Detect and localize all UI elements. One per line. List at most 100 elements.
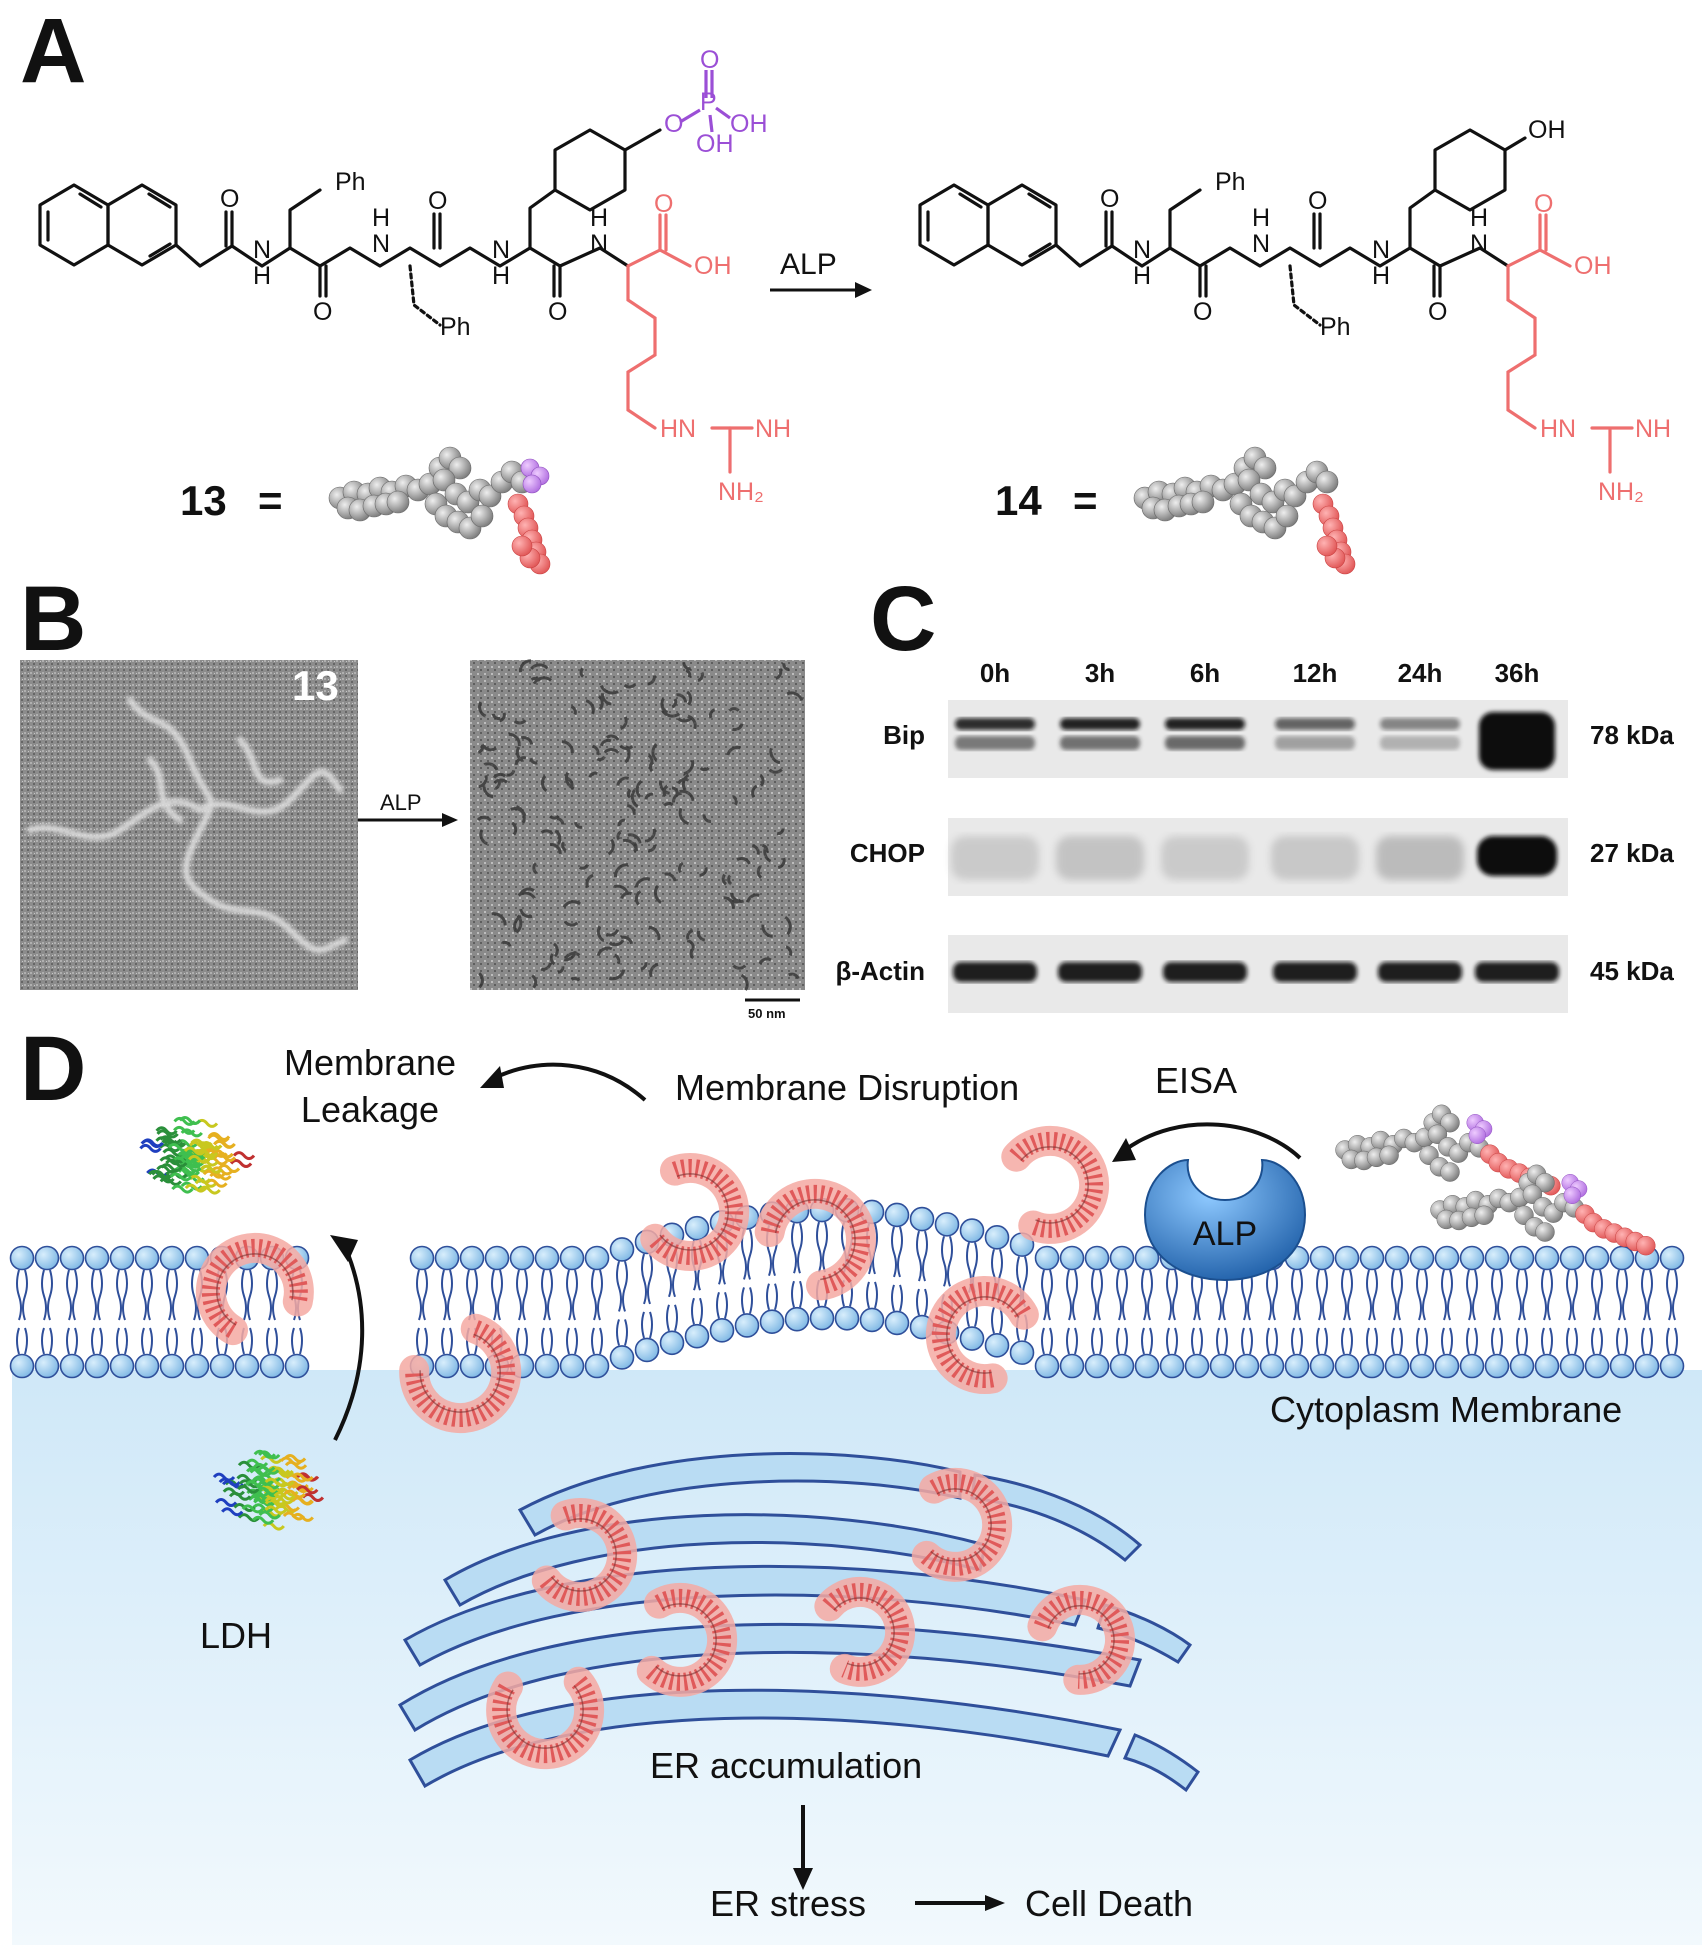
atom-label: H xyxy=(372,204,390,232)
lipid-head xyxy=(984,1225,1010,1250)
lipid-head xyxy=(684,1323,710,1349)
blot-band xyxy=(1380,718,1460,730)
lipid-head xyxy=(584,1353,610,1379)
lipid-head xyxy=(59,1353,85,1379)
micelle xyxy=(1027,1584,1135,1695)
lane-label: 6h xyxy=(1190,658,1220,688)
atom-label: OH xyxy=(694,252,732,280)
atom-label: N xyxy=(253,236,271,264)
atom-label: N xyxy=(1252,230,1270,258)
atom-label: OH xyxy=(1528,116,1566,144)
eisa-label: EISA xyxy=(1155,1060,1237,1101)
micelle xyxy=(754,1178,877,1301)
atom-label: OH xyxy=(730,110,768,138)
membrane-leakage-label-line-1: Membrane xyxy=(284,1042,456,1083)
blot-band xyxy=(1161,836,1249,880)
lipid-head xyxy=(84,1245,110,1271)
tem-image-label: 13 xyxy=(292,662,339,709)
blot-band xyxy=(1056,836,1144,880)
atom-label: NH xyxy=(1635,415,1671,443)
lipid-head xyxy=(434,1353,460,1379)
tem-arrow: ALP xyxy=(358,790,458,827)
atom-label: N xyxy=(1372,236,1390,264)
lipid-head xyxy=(259,1353,285,1379)
lipid-head xyxy=(1409,1245,1435,1271)
atom-label: O xyxy=(700,46,719,74)
micelle xyxy=(911,1467,1013,1582)
atom-label: OH xyxy=(696,130,734,158)
compound-14-structure xyxy=(918,128,1634,474)
atom-label: N xyxy=(1133,236,1151,264)
lipid-head xyxy=(1534,1245,1560,1271)
lipid-head xyxy=(409,1245,435,1271)
blot-band xyxy=(1378,962,1462,982)
lipid-head xyxy=(1134,1245,1160,1271)
lipid-head xyxy=(609,1345,635,1370)
atom-label: Ph xyxy=(1320,313,1351,341)
blot-band xyxy=(951,836,1039,880)
blot-mw-label: 27 kDa xyxy=(1590,838,1674,868)
atom-label: O xyxy=(428,187,447,215)
atom-label: N xyxy=(372,230,390,258)
lipid-head xyxy=(59,1245,85,1271)
lipid-head xyxy=(1134,1353,1160,1379)
atom-label: NH₂ xyxy=(1598,478,1644,506)
atom-label: Ph xyxy=(1215,168,1246,196)
lipid-head xyxy=(234,1353,260,1379)
lipid-head xyxy=(1284,1353,1310,1379)
cytoplasm-membrane-label: Cytoplasm Membrane xyxy=(1270,1389,1622,1430)
lipid-head xyxy=(1334,1353,1360,1379)
lipid-head xyxy=(84,1353,110,1379)
blot-band xyxy=(1479,712,1555,770)
atom-label: H xyxy=(253,262,271,290)
lipid-head xyxy=(509,1245,535,1271)
atom-label: Ph xyxy=(335,168,366,196)
atom-label: H xyxy=(492,262,510,290)
lipid-head xyxy=(1484,1353,1510,1379)
tem-arrow-label: ALP xyxy=(380,790,422,815)
lipid-head xyxy=(1359,1245,1385,1271)
lipid-head xyxy=(134,1245,160,1271)
blot-row-label: Bip xyxy=(883,720,925,750)
lipid-head xyxy=(1359,1353,1385,1379)
lipid-head xyxy=(1509,1353,1535,1379)
lipid-head xyxy=(1009,1340,1035,1365)
lipid-head xyxy=(1059,1353,1085,1379)
blot-band xyxy=(953,962,1037,982)
lipid-head xyxy=(9,1245,35,1271)
blot-mw-label: 78 kDa xyxy=(1590,720,1674,750)
atom-label: HN xyxy=(1540,415,1576,443)
atom-label: H xyxy=(1133,262,1151,290)
lipid-head xyxy=(1434,1353,1460,1379)
lipid-head xyxy=(1384,1353,1410,1379)
lipid-head xyxy=(984,1333,1010,1358)
er-stress-label: ER stress xyxy=(710,1883,866,1924)
lipid-head xyxy=(809,1305,835,1331)
compound-14-space-filling-model xyxy=(1133,446,1356,575)
micelle xyxy=(531,1497,638,1612)
reaction-arrow: ALP xyxy=(770,248,872,298)
lipid-head xyxy=(834,1306,860,1331)
lipid-head xyxy=(634,1337,660,1363)
membrane-leakage-label-line-2: Leakage xyxy=(301,1089,439,1130)
atom-label: OH xyxy=(1574,252,1612,280)
lipid-head xyxy=(134,1353,160,1379)
blot-band xyxy=(955,718,1035,730)
lane-label: 3h xyxy=(1085,658,1115,688)
atom-label: O xyxy=(1193,298,1212,326)
lipid-head xyxy=(1509,1245,1535,1271)
panel-d-letter: D xyxy=(20,1018,86,1120)
micelle xyxy=(195,1232,314,1346)
lipid-head xyxy=(909,1206,935,1232)
lipid-head xyxy=(659,1330,685,1356)
lane-label: 12h xyxy=(1293,658,1338,688)
blot-band xyxy=(955,736,1035,750)
cytoplasm-membrane xyxy=(9,1197,1685,1379)
lipid-head xyxy=(1409,1353,1435,1379)
lipid-head xyxy=(1159,1353,1185,1379)
atom-label: O xyxy=(1308,187,1327,215)
panel-d-arrows xyxy=(333,1062,1302,1905)
lipid-head xyxy=(459,1353,485,1379)
atom-label: O xyxy=(1534,190,1553,218)
blot-band xyxy=(1376,836,1464,880)
